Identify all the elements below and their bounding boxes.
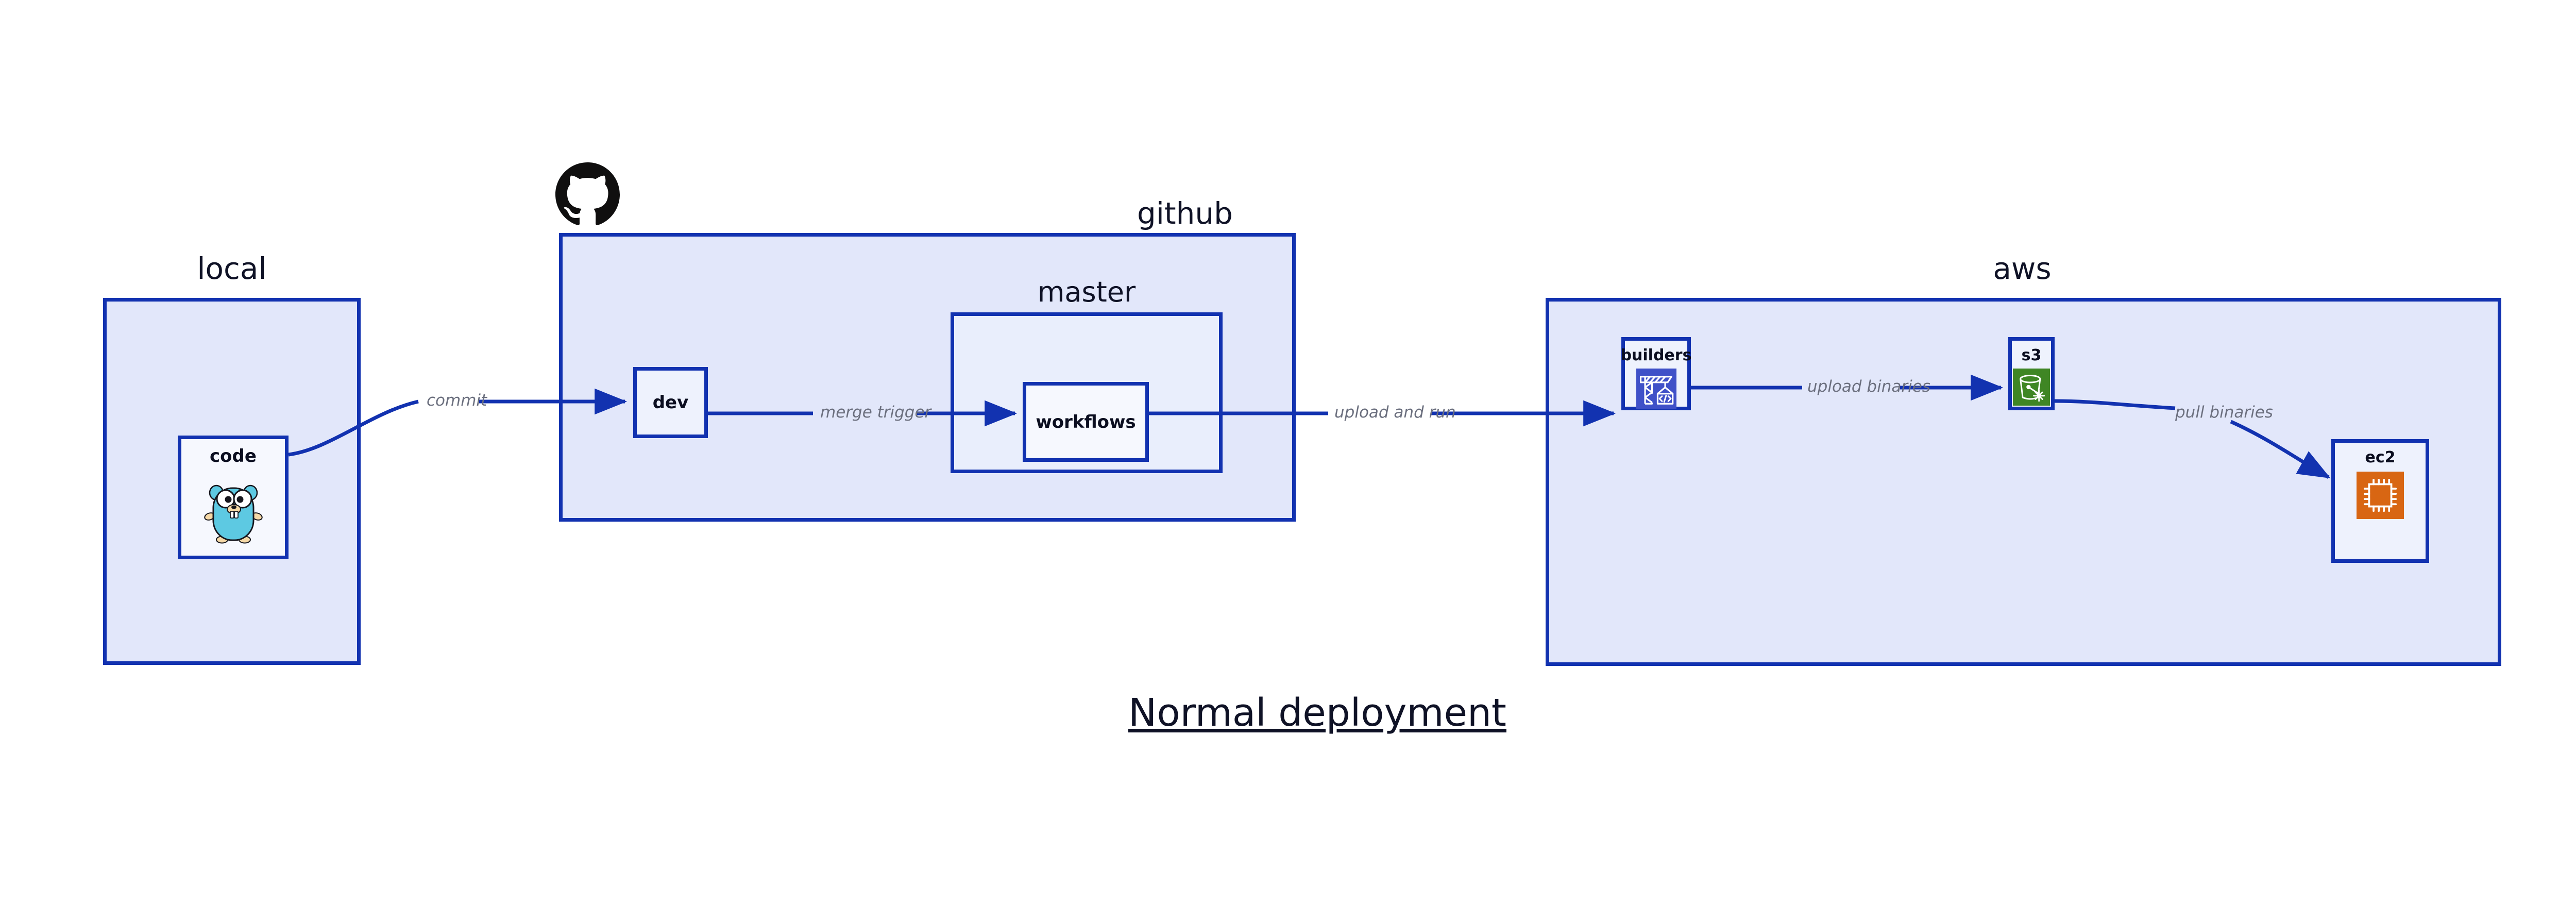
node-label-ec2: ec2	[2365, 448, 2396, 466]
node-ec2[interactable]: ec2	[2331, 439, 2429, 563]
node-label-code: code	[210, 446, 257, 466]
edge-label-merge-trigger: merge trigger	[820, 403, 931, 422]
node-label-dev: dev	[652, 392, 689, 413]
github-octocat-icon	[555, 162, 620, 227]
group-label-master: master	[1037, 276, 1136, 308]
node-label-builders: builders	[1620, 346, 1692, 364]
group-label-github: github	[1137, 196, 1233, 231]
s3-bucket-icon	[2013, 369, 2050, 408]
go-gopher-icon	[202, 472, 264, 546]
diagram-title: Normal deployment	[1128, 691, 1506, 735]
group-label-local: local	[197, 251, 267, 286]
node-dev[interactable]: dev	[633, 367, 708, 438]
edge-label-pull-binaries: pull binaries	[2175, 403, 2273, 422]
node-workflows[interactable]: workflows	[1023, 382, 1149, 462]
crane-code-icon	[1636, 369, 1676, 411]
node-code[interactable]: code	[178, 436, 289, 559]
node-label-workflows: workflows	[1036, 411, 1136, 432]
node-label-s3: s3	[2021, 346, 2042, 364]
node-s3[interactable]: s3	[2008, 337, 2055, 410]
edge-label-commit: commit	[427, 391, 487, 410]
edge-label-upload-binaries: upload binaries	[1807, 377, 1930, 396]
node-builders[interactable]: builders	[1621, 337, 1691, 410]
ec2-chip-icon	[2357, 472, 2404, 521]
edge-label-upload-and-run: upload and run	[1334, 403, 1456, 422]
group-label-aws: aws	[1993, 251, 2052, 286]
